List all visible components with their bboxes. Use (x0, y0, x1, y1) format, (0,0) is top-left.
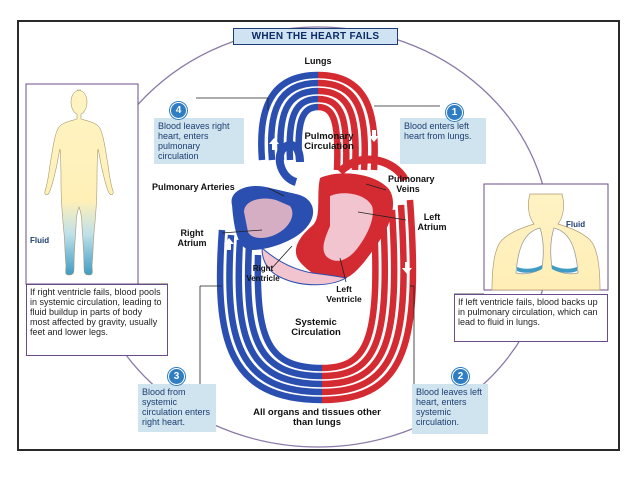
label-left-atrium: Left Atrium (417, 212, 447, 232)
label-right-ventricle: Right Ventricle (246, 264, 280, 283)
note-right-ventricle-failure: If right ventricle fails, blood pools in… (26, 284, 168, 356)
heart (231, 140, 409, 286)
arrow-down-systemic (402, 262, 412, 274)
label-right-atrium: Right Atrium (177, 228, 207, 248)
label-pulmonary-arteries: Pulmonary Arteries (152, 182, 235, 192)
chest-figure-right (483, 183, 609, 291)
body-figure-left (25, 83, 139, 285)
label-all-organs: All organs and tissues other than lungs (253, 407, 381, 428)
label-fluid-legs: Fluid (30, 236, 50, 245)
systemic-loops (216, 199, 417, 404)
label-left-ventricle: Left Ventricle (326, 284, 362, 304)
label-fluid-lungs: Fluid (566, 220, 586, 229)
diagram-title: WHEN THE HEART FAILS (233, 28, 398, 45)
label-lungs: Lungs (304, 56, 332, 66)
step-box-4: Blood leaves right heart, enters pulmona… (154, 118, 244, 164)
note-left-ventricle-failure: If left ventricle fails, blood backs up … (454, 294, 608, 342)
flow-arrows (224, 130, 412, 274)
arrow-up-systemic (224, 238, 234, 250)
step-badge-1: 1 (446, 104, 463, 121)
label-systemic-circulation: Systemic Circulation (291, 317, 341, 338)
step-box-3: Blood from systemic circulation enters r… (138, 384, 216, 432)
step-box-1: Blood enters left heart from lungs. (400, 118, 486, 164)
arrow-up-pulmonary (269, 138, 279, 150)
label-pulmonary-veins: Pulmonary Veins (388, 174, 435, 194)
step-box-2: Blood leaves left heart, enters systemic… (412, 384, 488, 434)
step-badge-4: 4 (170, 102, 187, 119)
label-pulmonary-circulation: Pulmonary Circulation (304, 131, 354, 152)
arrow-down-pulmonary (369, 130, 379, 142)
step-badge-3: 3 (168, 368, 185, 385)
step-badge-2: 2 (452, 368, 469, 385)
